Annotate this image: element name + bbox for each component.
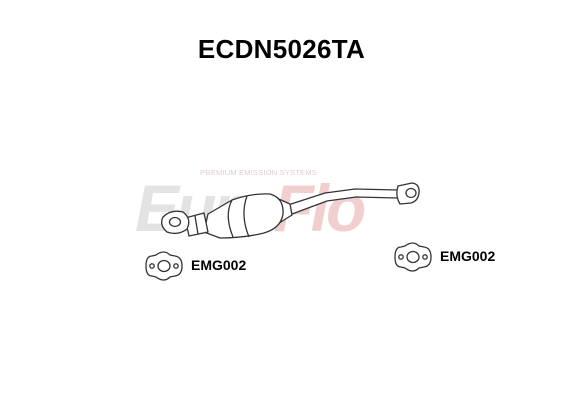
front-flange-hole (168, 216, 182, 228)
watermark-tagline: PREMIUM EMISSION SYSTEMS (200, 168, 317, 177)
gasket-left-label: EMG002 (191, 257, 247, 273)
tail-pipe (287, 187, 414, 215)
gasket-left (145, 251, 183, 281)
rear-flange-hole (405, 187, 417, 199)
gasket-right (394, 242, 432, 272)
part-number-title: ECDN5026TA (197, 34, 366, 64)
gasket-right-label: EMG002 (440, 248, 496, 264)
